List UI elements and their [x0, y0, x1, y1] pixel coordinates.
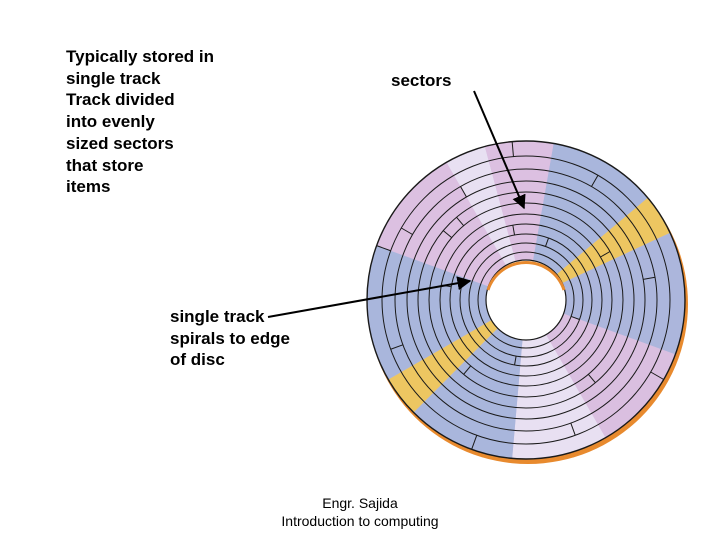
track-ring — [381, 155, 671, 445]
sector-divider — [460, 186, 467, 198]
track-ring — [394, 168, 658, 432]
sector-band — [374, 160, 526, 300]
sector-divider — [463, 365, 472, 375]
sector-divider — [511, 141, 514, 157]
single-track-label: single track spirals to edge of disc — [170, 306, 290, 371]
sector-divider — [570, 315, 580, 320]
track-ring — [449, 223, 603, 377]
sector-dividers — [376, 141, 664, 450]
single-track-line: of disc — [170, 350, 225, 369]
sector-divider — [512, 225, 516, 236]
sector-band — [526, 141, 650, 300]
sector-divider — [650, 371, 664, 380]
intro-line: Typically stored in — [66, 47, 215, 66]
single-track-arrow — [267, 276, 472, 318]
sector-band — [412, 300, 526, 459]
sector-band — [526, 300, 678, 440]
sector-divider — [591, 175, 599, 187]
track-ring — [428, 202, 624, 398]
intro-line: sized sectors — [66, 133, 174, 153]
sector-band — [367, 244, 526, 381]
single-track-line: single track — [170, 307, 265, 326]
intro-line: into evenly — [66, 112, 155, 132]
intro-text: Typically stored in single track Track d… — [66, 46, 256, 198]
sector-divider — [643, 276, 656, 280]
sector-divider — [401, 227, 413, 235]
hole-rim — [486, 260, 566, 291]
footer-author: Engr. Sajida — [322, 495, 398, 511]
sector-divider — [514, 356, 517, 366]
sector-divider — [376, 245, 391, 252]
single-track-line: spirals to edge — [170, 328, 290, 348]
track-ring — [477, 251, 575, 349]
track-ring — [468, 242, 584, 358]
intro-line: Track divided — [66, 90, 175, 110]
disc-hole — [485, 259, 567, 341]
sector-band — [386, 300, 526, 414]
sector-bands — [367, 141, 685, 459]
sector-divider — [600, 251, 611, 258]
track-ring — [417, 191, 635, 409]
track-ring — [459, 233, 593, 367]
sector-band — [511, 300, 607, 459]
sector-band — [526, 231, 685, 356]
sectors-arrow — [473, 90, 526, 210]
intro-line: single track — [66, 68, 161, 88]
sector-band — [484, 141, 554, 300]
sector-divider — [471, 435, 478, 450]
sectors-label: sectors — [391, 71, 452, 90]
intro-line: that store — [66, 155, 144, 175]
sector-divider — [456, 216, 465, 227]
sector-divider — [390, 344, 404, 350]
track-ring — [439, 213, 613, 387]
footer-course: Introduction to computing — [281, 513, 439, 529]
sector-divider — [442, 230, 453, 239]
intro-line: items — [66, 177, 111, 197]
track-ring — [406, 180, 646, 420]
sector-band — [526, 196, 672, 300]
sector-divider — [570, 422, 576, 436]
sector-divider — [545, 237, 550, 247]
footer: Engr. Sajida Introduction to computing — [260, 494, 460, 530]
sector-divider — [587, 373, 596, 384]
track-rings — [366, 140, 686, 460]
